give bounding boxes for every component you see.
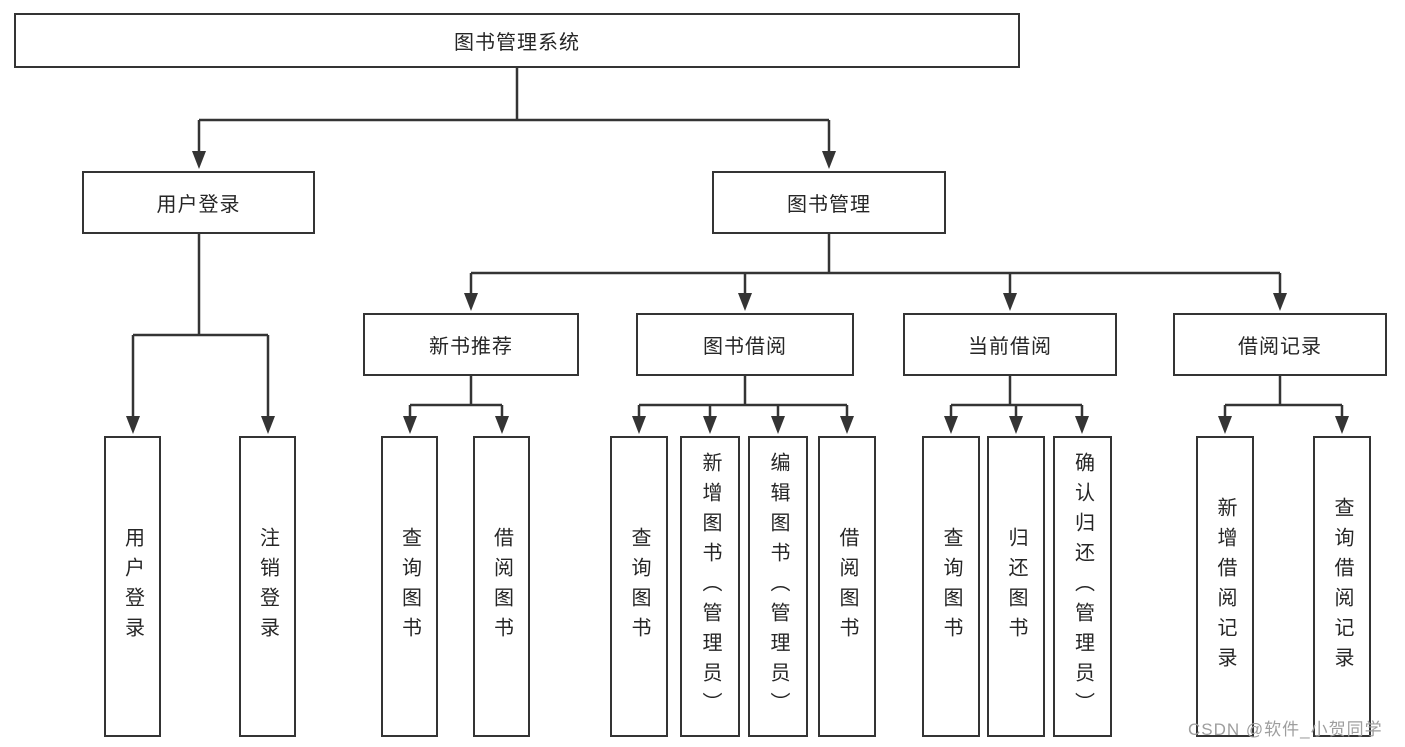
node-current-borrow: 当前借阅 (903, 313, 1117, 376)
leaf-cb-return-book: 归还图书 (987, 436, 1045, 737)
node-book-mgmt-label: 图书管理 (787, 194, 871, 216)
leaf-bb-borrow-book: 借阅图书 (818, 436, 876, 737)
leaf-bb-query-book: 查询图书 (610, 436, 668, 737)
leaf-bb-query-book-label: 查询图书 (628, 526, 650, 647)
leaf-logout: 注销登录 (239, 436, 296, 737)
connector-newbookrec-to-leaves (408, 376, 504, 418)
leaf-br-add-record: 新增借阅记录 (1196, 436, 1254, 737)
leaf-cb-confirm-return-label: 确认归还（管理员） (1071, 451, 1094, 722)
node-book-borrow: 图书借阅 (636, 313, 854, 376)
node-new-book-rec: 新书推荐 (363, 313, 579, 376)
connector-bookborrow-to-leaves (637, 376, 849, 418)
leaf-br-query-record: 查询借阅记录 (1313, 436, 1371, 737)
node-current-borrow-label: 当前借阅 (968, 336, 1052, 358)
connector-userlogin-to-leaves (131, 234, 270, 418)
connector-root-to-level2 (197, 68, 831, 153)
node-user-login: 用户登录 (82, 171, 315, 234)
node-root: 图书管理系统 (14, 13, 1020, 68)
node-borrow-records: 借阅记录 (1173, 313, 1387, 376)
node-new-book-rec-label: 新书推荐 (429, 336, 513, 358)
leaf-rec-borrow-book: 借阅图书 (473, 436, 530, 737)
node-book-borrow-label: 图书借阅 (703, 336, 787, 358)
leaf-bb-borrow-book-label: 借阅图书 (836, 526, 858, 647)
leaf-logout-label: 注销登录 (256, 526, 279, 647)
node-user-login-label: 用户登录 (156, 194, 241, 216)
leaf-user-login-label: 用户登录 (121, 526, 144, 647)
leaf-bb-edit-book-label: 编辑图书（管理员） (767, 451, 789, 722)
connector-bookmgmt-to-level3 (469, 234, 1282, 295)
leaf-user-login: 用户登录 (104, 436, 161, 737)
leaf-bb-add-book-label: 新增图书（管理员） (699, 451, 721, 722)
leaf-cb-query-book: 查询图书 (922, 436, 980, 737)
leaf-rec-borrow-book-label: 借阅图书 (490, 526, 513, 647)
node-book-mgmt: 图书管理 (712, 171, 946, 234)
csdn-watermark: CSDN @软件_小贺同学 (1188, 720, 1383, 739)
connector-currentborrow-to-leaves (949, 376, 1084, 418)
leaf-cb-return-book-label: 归还图书 (1005, 526, 1027, 647)
node-borrow-records-label: 借阅记录 (1238, 336, 1322, 358)
leaf-rec-query-book-label: 查询图书 (398, 526, 421, 647)
leaf-cb-query-book-label: 查询图书 (940, 526, 962, 647)
leaf-cb-confirm-return: 确认归还（管理员） (1053, 436, 1112, 737)
node-root-label: 图书管理系统 (454, 32, 580, 54)
leaf-bb-edit-book: 编辑图书（管理员） (748, 436, 808, 737)
leaf-bb-add-book: 新增图书（管理员） (680, 436, 740, 737)
connector-borrowrecords-to-leaves (1223, 376, 1344, 418)
leaf-br-query-record-label: 查询借阅记录 (1331, 496, 1353, 677)
arrowheads (126, 151, 1349, 434)
leaf-br-add-record-label: 新增借阅记录 (1214, 496, 1236, 677)
leaf-rec-query-book: 查询图书 (381, 436, 438, 737)
